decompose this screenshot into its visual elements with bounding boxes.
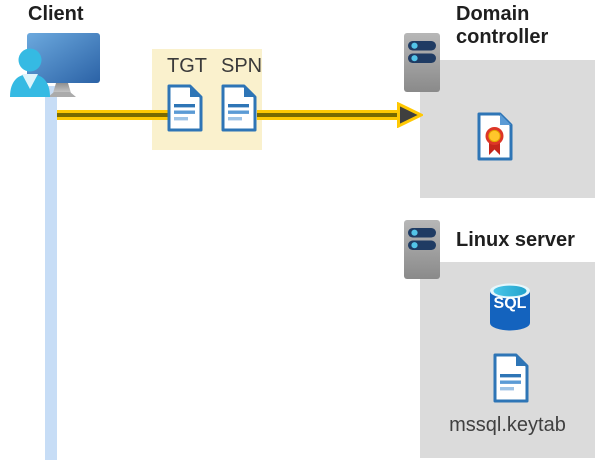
- arrow-head-icon: [397, 102, 423, 128]
- spn-label: SPN: [221, 55, 263, 77]
- client-title: Client: [28, 3, 84, 25]
- keytab-filename: mssql.keytab: [449, 414, 566, 436]
- client-user-workstation-icon: [10, 33, 100, 97]
- tgt-document-icon: [167, 84, 203, 132]
- client-lifeline-bar: [45, 86, 57, 460]
- certificate-icon: [477, 112, 513, 161]
- domain-controller-server-icon: [404, 33, 440, 92]
- keytab-document-icon: [493, 353, 529, 403]
- spn-document-icon: [221, 84, 257, 132]
- sql-icon-label: SQL: [493, 295, 527, 312]
- linux-server-icon: [404, 220, 440, 279]
- auth-arrow-segment-right: [257, 110, 400, 120]
- sql-database-icon: [490, 283, 530, 331]
- tgt-label: TGT: [167, 55, 207, 77]
- auth-arrow-segment-left: [57, 110, 170, 120]
- linux-server-title: Linux server: [456, 229, 575, 251]
- domain-controller-title: Domain controller: [456, 3, 549, 48]
